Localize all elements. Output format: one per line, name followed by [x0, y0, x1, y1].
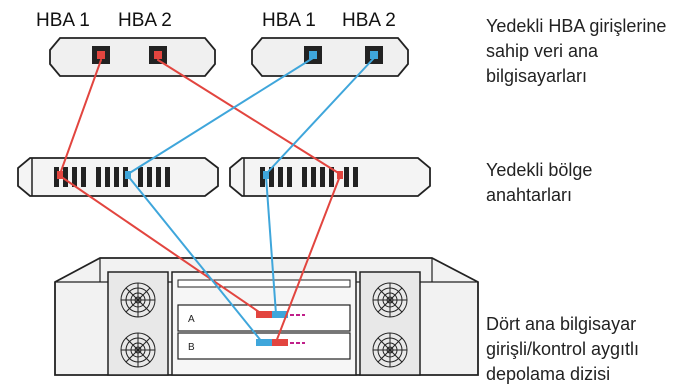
controller-b-label: B [188, 342, 195, 353]
fan-icon [372, 282, 408, 318]
fan-icon [120, 282, 156, 318]
host-2-hba-2-label: HBA 2 [342, 10, 396, 31]
controller-a [177, 304, 351, 332]
red-cable [59, 175, 263, 315]
red-cable [157, 59, 341, 175]
switch-1 [17, 157, 219, 197]
host-1 [49, 37, 216, 77]
red-cable [59, 59, 102, 175]
host-2-hba-1-label: HBA 1 [262, 10, 316, 31]
switch-2 [229, 157, 431, 197]
red-cable [275, 175, 341, 343]
controller-a-label: A [188, 314, 195, 325]
blue-cable [127, 175, 263, 343]
cables [59, 57, 375, 343]
host-1-hba-1-label: HBA 1 [36, 10, 90, 31]
fan-icon [372, 332, 408, 368]
hosts-description: Yedekli HBA girişlerine sahip veri ana b… [486, 16, 667, 86]
host-2 [251, 37, 409, 77]
blue-cable [127, 57, 314, 175]
fan-icon [120, 332, 156, 368]
host-1-hba-2-label: HBA 2 [118, 10, 172, 31]
storage-array: A B [54, 257, 479, 376]
blue-cable [265, 175, 277, 315]
blue-cable [265, 57, 375, 175]
storage-description: Dört ana bilgisayar girişli/kontrol aygı… [486, 314, 640, 384]
switches-description: Yedekli bölge anahtarları [486, 160, 593, 205]
